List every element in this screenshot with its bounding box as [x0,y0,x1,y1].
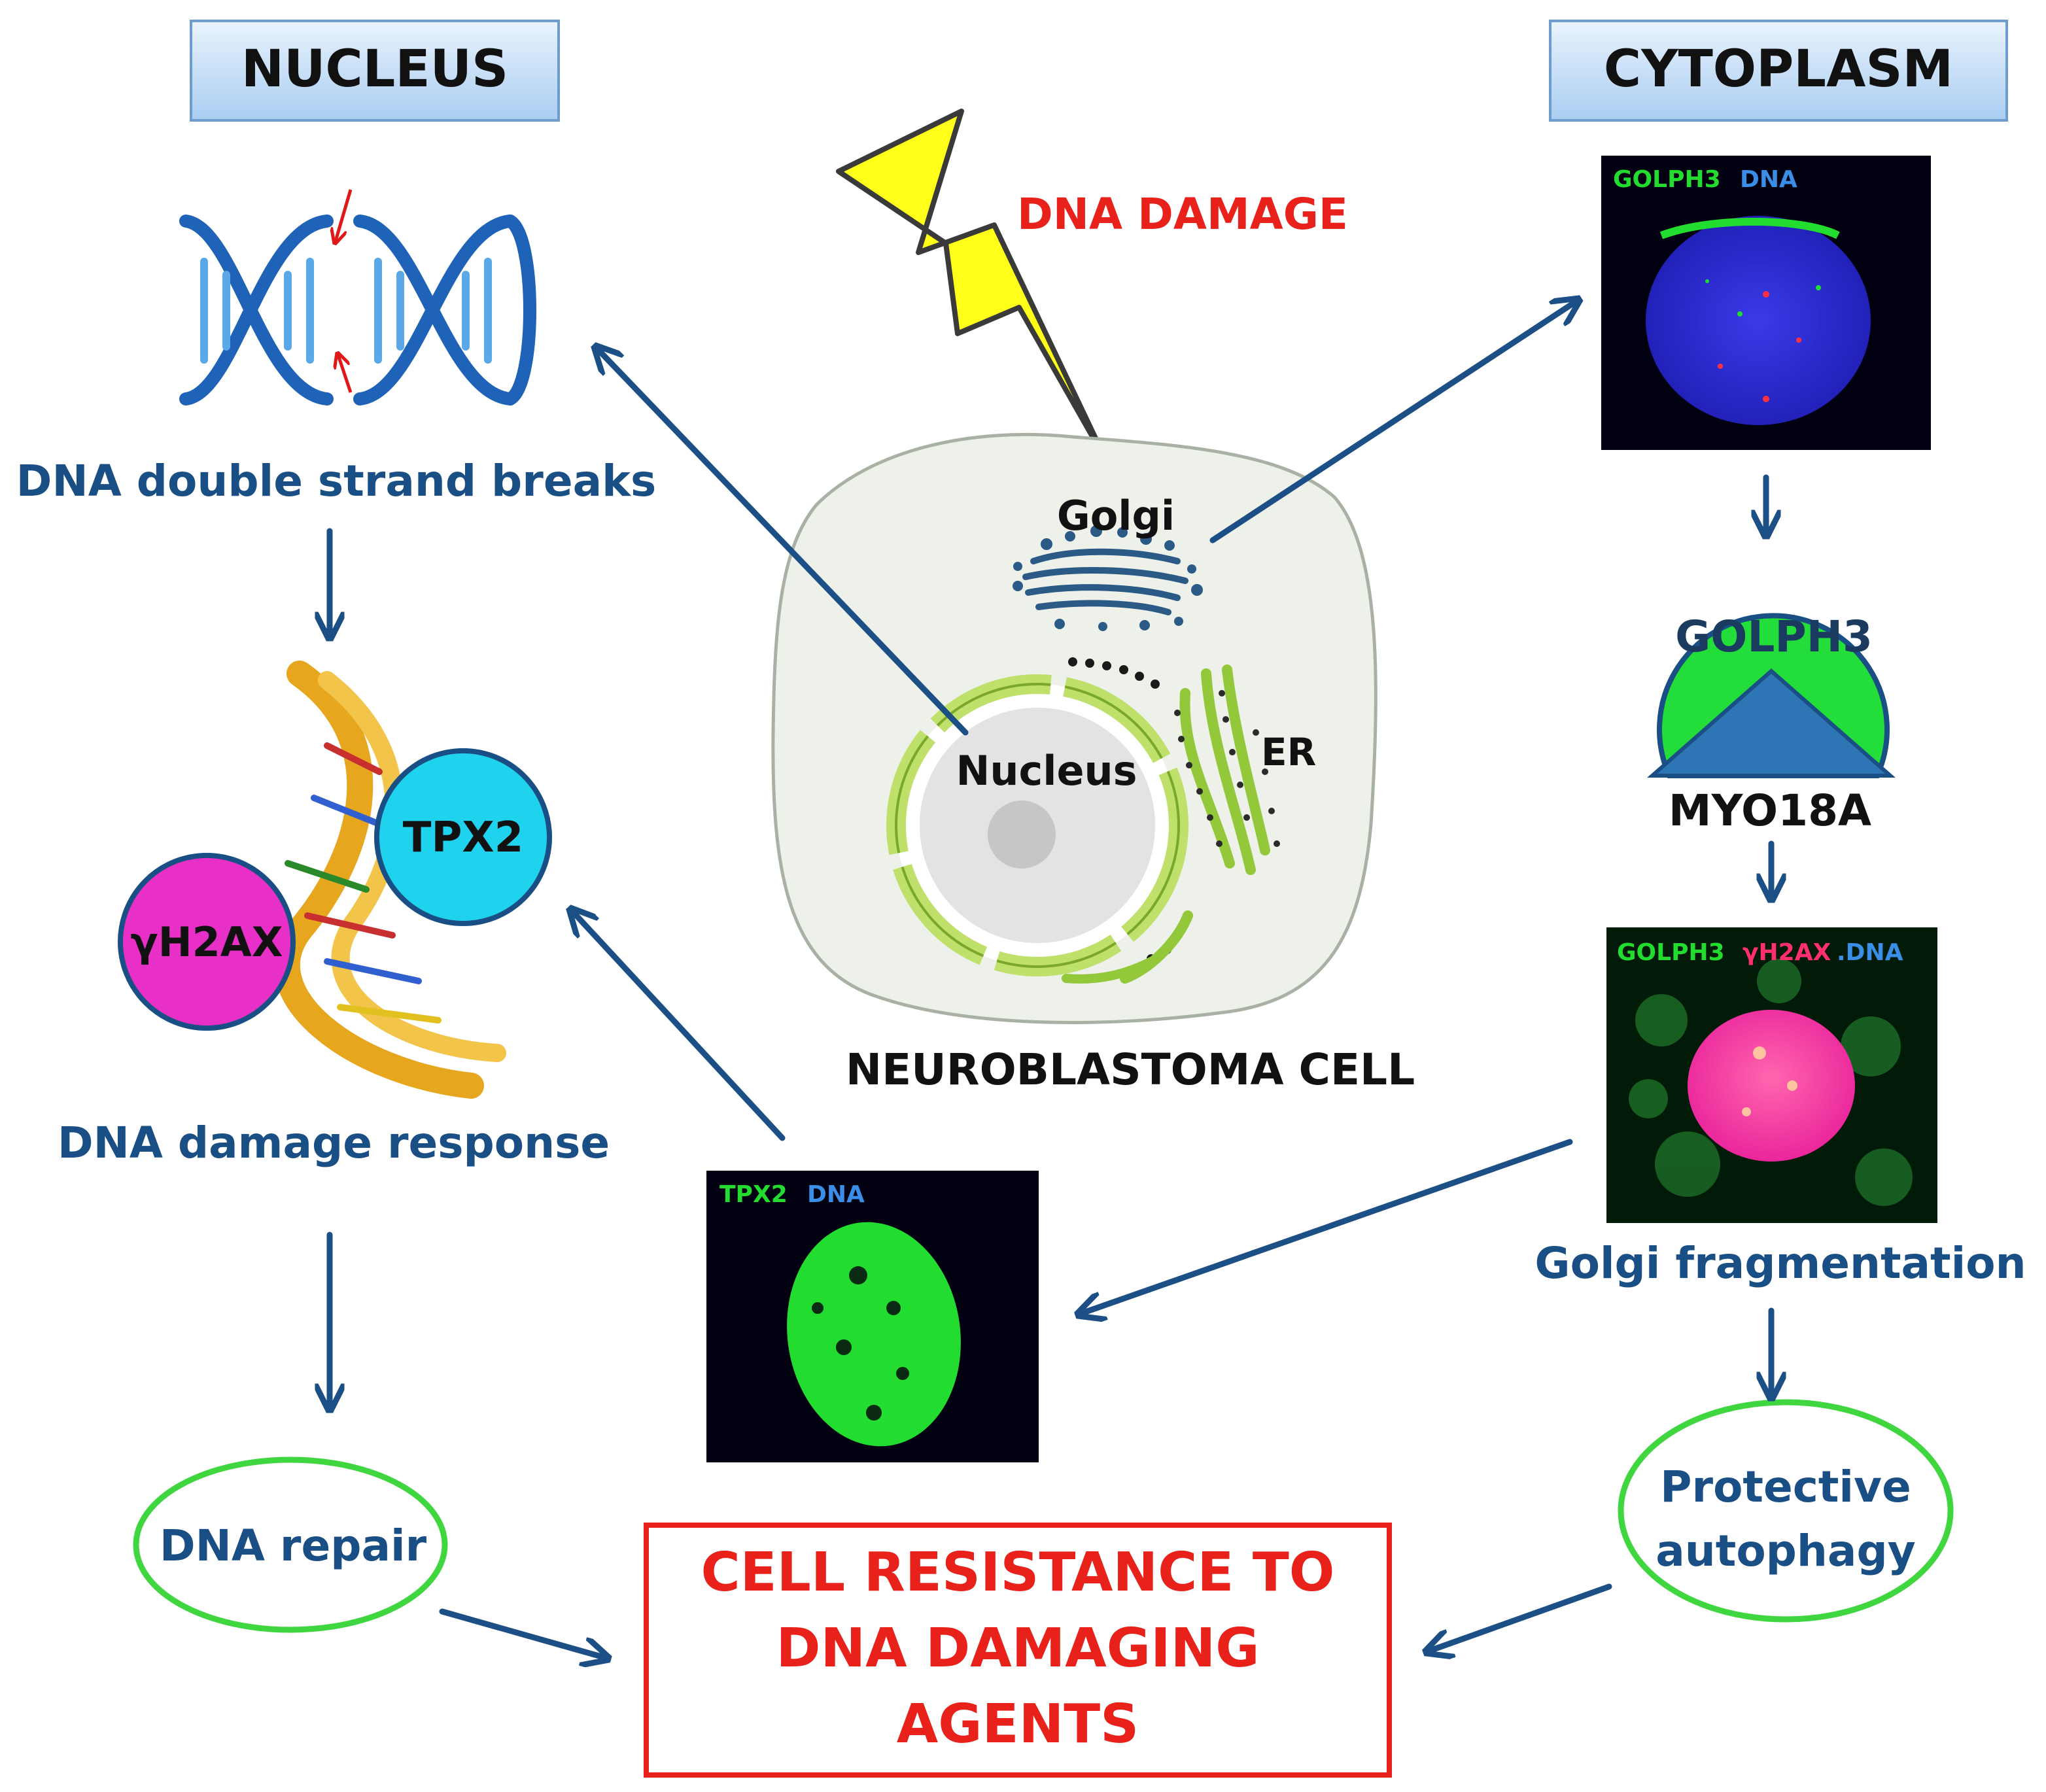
tpx2-protein: TPX2 [374,748,552,926]
golgi-label: Golgi [1057,492,1175,540]
arrow-autophagy-to-outcome [1426,1583,1612,1652]
golph3-micrograph: GOLPH3 DNA [1601,156,1931,450]
dna-repair-label: DNA repair [160,1521,427,1571]
protective-autophagy-node: Protective autophagy [1618,1399,1954,1623]
fragmentation-micrograph-dna: .DNA [1837,939,1903,966]
er-label: ER [1261,730,1316,774]
myo18a-label: MYO18A [1669,785,1871,836]
cytoplasm-header: CYTOPLASM [1549,20,2008,122]
cell-nucleus [886,657,1188,976]
golgi-fragmentation-micrograph: GOLPH3 γH2AX .DNA [1606,927,1937,1223]
golgi-fragmentation-label: Golgi fragmentation [1534,1238,2026,1288]
outcome-line2: DNA DAMAGING [776,1617,1259,1680]
dna-response-helix-icon [273,661,506,1099]
cell-caption: NEUROBLASTOMA CELL [846,1044,1415,1095]
outcome-box: CELL RESISTANCE TO DNA DAMAGING AGENTS [644,1523,1392,1778]
endoplasmic-reticulum [1062,664,1270,984]
dna-damage-label: DNA DAMAGE [1017,189,1348,239]
golph3-complex-label: GOLPH3 [1675,612,1873,662]
dna-helix-icon [179,215,536,405]
nucleus-header: NUCLEUS [190,20,560,122]
autophagy-label-line1: Protective [1660,1462,1911,1512]
tpx2-micrograph: TPX2 DNA [706,1171,1039,1462]
arrow-nucleus-to-breaks [595,347,969,736]
golph3-micrograph-stain: GOLPH3 [1613,166,1721,193]
break-arrow-top [335,189,353,243]
cytoplasm-header-label: CYTOPLASM [1604,40,1953,99]
arrow-repair-to-outcome [439,1608,608,1659]
fragmentation-micrograph-gh2ax: γH2AX [1743,939,1831,966]
dna-repair-node: DNA repair [133,1456,448,1633]
tpx2-micrograph-stain: TPX2 [720,1181,788,1208]
fragmentation-micrograph-golph3: GOLPH3 [1617,939,1725,966]
golph3-micrograph-dna-stain: DNA [1740,166,1797,193]
golph3-myo18a-complex: GOLPH3 MYO18A [1647,612,1896,836]
tpx2-protein-label: TPX2 [403,814,523,862]
arrow-tpx2-to-response [570,909,786,1141]
break-arrow-bottom [338,353,353,393]
gh2ax-protein-label: γH2AX [130,918,283,966]
outcome-line3: AGENTS [897,1693,1139,1755]
lightning-bolt-icon [836,109,1109,464]
arrow-golgi-to-golph3 [1209,300,1579,543]
dna-response-label: DNA damage response [58,1118,610,1168]
outcome-line1: CELL RESISTANCE TO [701,1542,1334,1604]
neuroblastoma-cell: Golgi Nucleus [771,432,1378,1024]
arrow-fragmentation-to-tpx2 [1078,1139,1573,1315]
gh2ax-protein: γH2AX [118,853,296,1031]
nucleus-organelle-label: Nucleus [956,747,1137,795]
autophagy-label-line2: autophagy [1656,1526,1915,1576]
er-ribosomes [1174,690,1280,847]
tpx2-micrograph-dna-stain: DNA [807,1181,865,1208]
nucleus-header-label: NUCLEUS [241,40,508,99]
golgi-apparatus [1013,525,1203,631]
dna-breaks-label: DNA double strand breaks [16,456,657,506]
